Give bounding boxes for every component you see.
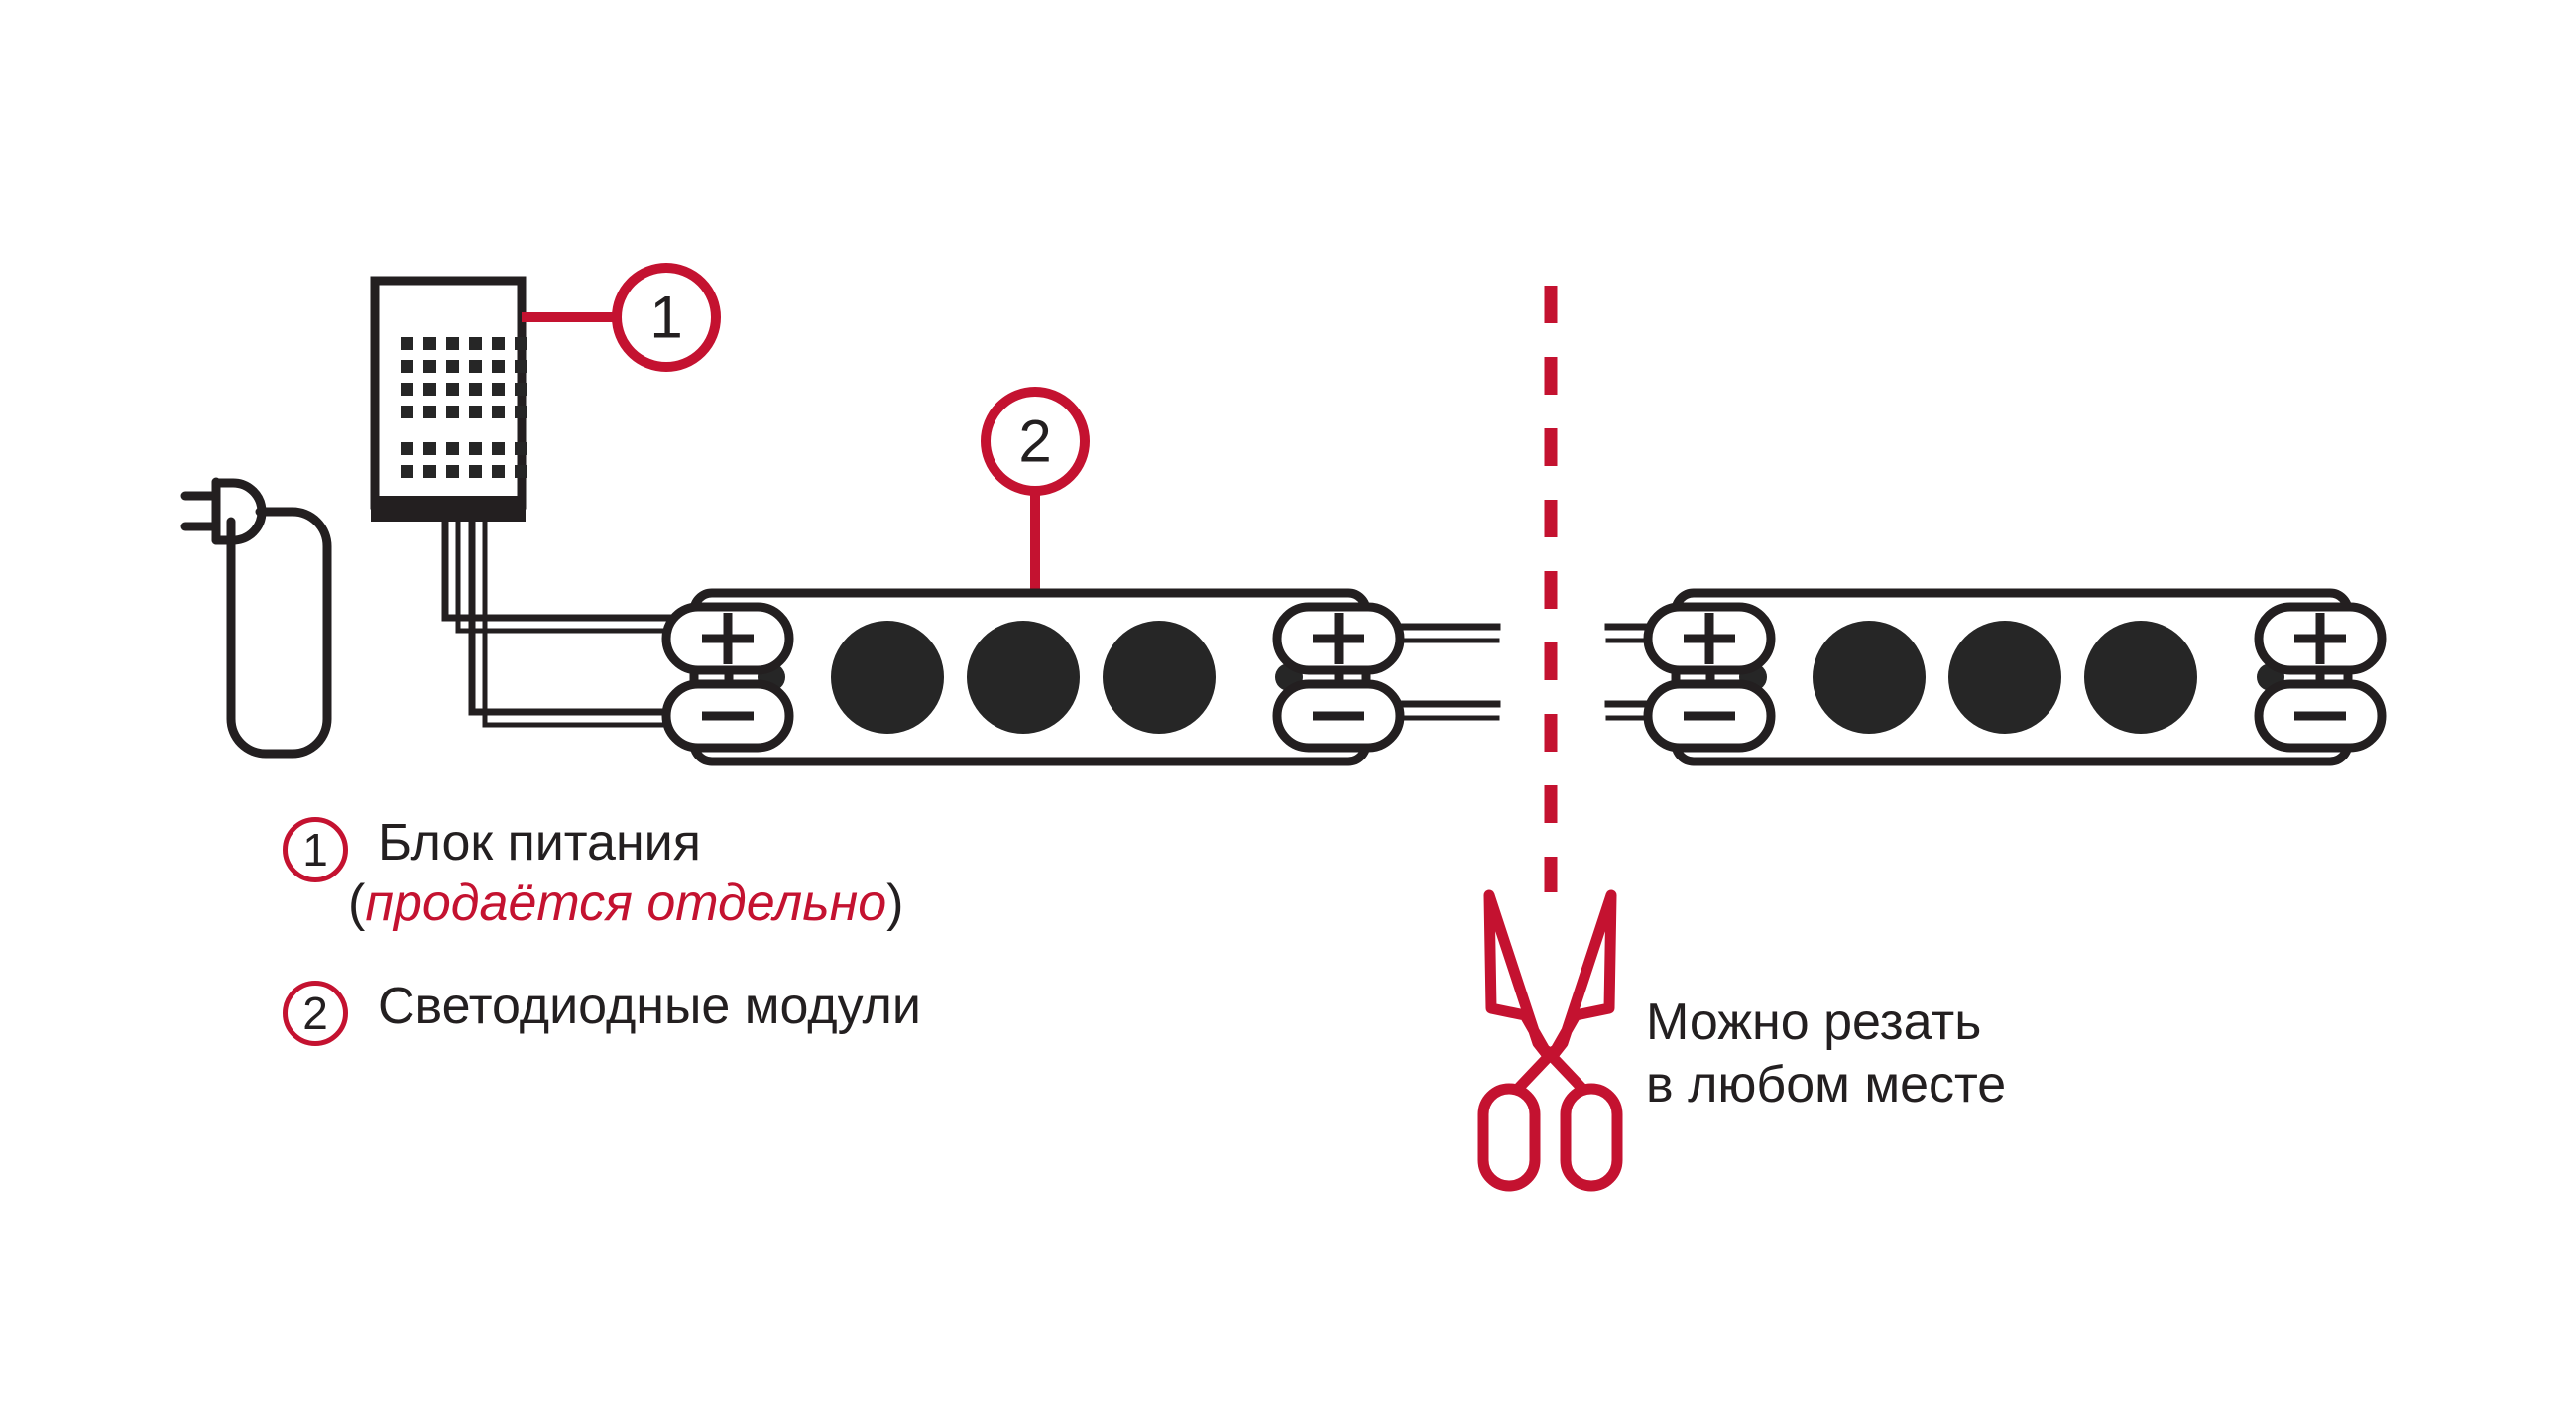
led-module-left[interactable] (661, 588, 1405, 766)
legend-item-1-note-text: продаётся отдельно (365, 875, 887, 933)
interconnect-wires-left (1396, 623, 1501, 721)
legend-item-1-note: (продаётся отдельно) (348, 874, 903, 934)
mains-cord (226, 507, 332, 759)
led-right-1 (1813, 621, 1926, 734)
callout-1-number: 1 (649, 285, 682, 351)
legend-item-2: 2 Светодиодные модули (283, 977, 1423, 1046)
callout-2-circle (981, 387, 1090, 496)
psu-base-bar (371, 496, 526, 522)
callout-1-circle (612, 263, 721, 372)
callout-2[interactable]: 2 (981, 387, 1090, 595)
legend: 1 Блок питания (продаётся отдельно) 2 Св… (283, 813, 1423, 1064)
led-module-right[interactable] (1643, 588, 2387, 766)
led-left-2 (967, 621, 1080, 734)
legend-badge-2: 2 (283, 980, 348, 1046)
callout-1[interactable]: 1 (522, 263, 721, 372)
scissors-icon (1477, 889, 1623, 1192)
legend-paren-close: ) (886, 875, 904, 933)
legend-item-1-text: Блок питания (продаётся отдельно) (348, 813, 903, 935)
led-left-1 (831, 621, 944, 734)
module-right-terminals-west[interactable] (1643, 602, 1776, 753)
legend-badge-1: 1 (283, 817, 348, 882)
legend-item-1-line1: Блок питания (378, 814, 701, 872)
scissors-handle-right (1560, 1083, 1623, 1192)
module-right-terminals-east[interactable] (2254, 602, 2387, 753)
legend-item-1: 1 Блок питания (продаётся отдельно) (283, 813, 1423, 935)
dc-wire-plus (441, 518, 674, 634)
cut-note-line1: Можно резать (1646, 993, 1982, 1051)
led-left-3 (1103, 621, 1216, 734)
module-left-terminals-west[interactable] (661, 602, 794, 753)
led-right-2 (1948, 621, 2061, 734)
led-right-3 (2084, 621, 2197, 734)
dc-wire-minus (468, 518, 674, 728)
scissors-handle-left (1477, 1083, 1541, 1192)
cut-note-line2: в любом месте (1646, 1056, 2007, 1114)
callout-2-number: 2 (1018, 409, 1051, 475)
cut-note: Можно резать в любом месте (1646, 992, 2006, 1117)
mains-plug-icon (180, 477, 267, 545)
psu-vent-grid (401, 337, 527, 478)
legend-item-2-line1: Светодиодные модули (378, 977, 921, 1035)
legend-paren-open: ( (348, 875, 366, 933)
power-supply-unit (370, 276, 527, 522)
